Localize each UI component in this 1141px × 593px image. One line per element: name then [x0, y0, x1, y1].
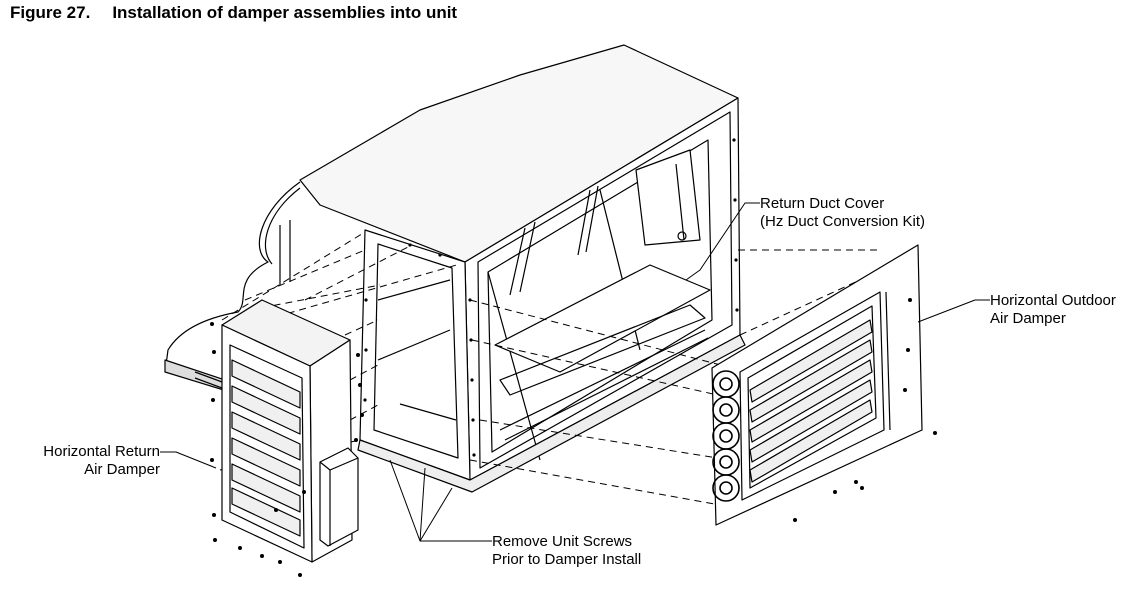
outdoor-damper-screws	[793, 298, 937, 522]
callout-horizontal-outdoor-air-damper: Horizontal Outdoor Air Damper	[990, 292, 1116, 328]
callout-leaders	[160, 202, 990, 542]
return-damper-screws	[210, 322, 364, 577]
callout-horizontal-return-air-damper: Horizontal Return Air Damper	[22, 443, 160, 479]
unit-side-opening	[359, 229, 471, 481]
figure-number: Figure 27.	[10, 3, 91, 22]
callout-remove-screws-line2: Prior to Damper Install	[492, 551, 642, 568]
unit-base-rail	[357, 334, 746, 493]
callout-outdoor-damper-line1: Horizontal Outdoor	[990, 292, 1116, 309]
horizontal-return-air-damper	[210, 299, 364, 577]
callout-outdoor-damper-line2: Air Damper	[990, 310, 1066, 327]
return-damper-actuator-box	[319, 447, 359, 547]
outdoor-damper-linkage	[712, 370, 740, 502]
callout-return-duct-cover-line2: (Hz Duct Conversion Kit)	[760, 213, 926, 230]
callout-return-damper-line2: Air Damper	[84, 461, 160, 478]
unit-top-panel	[299, 44, 739, 263]
unit-floor-pan	[494, 264, 711, 373]
unit-cabinet	[164, 44, 746, 493]
figure-title: Figure 27. Installation of damper assembl…	[10, 3, 457, 23]
callout-return-duct-cover-line1: Return Duct Cover	[760, 195, 885, 212]
return-damper-blades	[231, 359, 301, 537]
unit-electrical-box	[635, 149, 701, 246]
callout-remove-unit-screws: Remove Unit Screws Prior to Damper Insta…	[492, 533, 641, 569]
callout-return-damper-line1: Horizontal Return	[43, 443, 160, 460]
horizontal-outdoor-air-damper	[711, 244, 937, 526]
callout-remove-screws-line1: Remove Unit Screws	[492, 533, 633, 550]
unit-break-line	[164, 181, 301, 373]
outdoor-damper-blades	[749, 319, 873, 483]
figure-caption: Installation of damper assemblies into u…	[112, 3, 458, 22]
callout-return-duct-cover: Return Duct Cover (Hz Duct Conversion Ki…	[760, 195, 925, 231]
